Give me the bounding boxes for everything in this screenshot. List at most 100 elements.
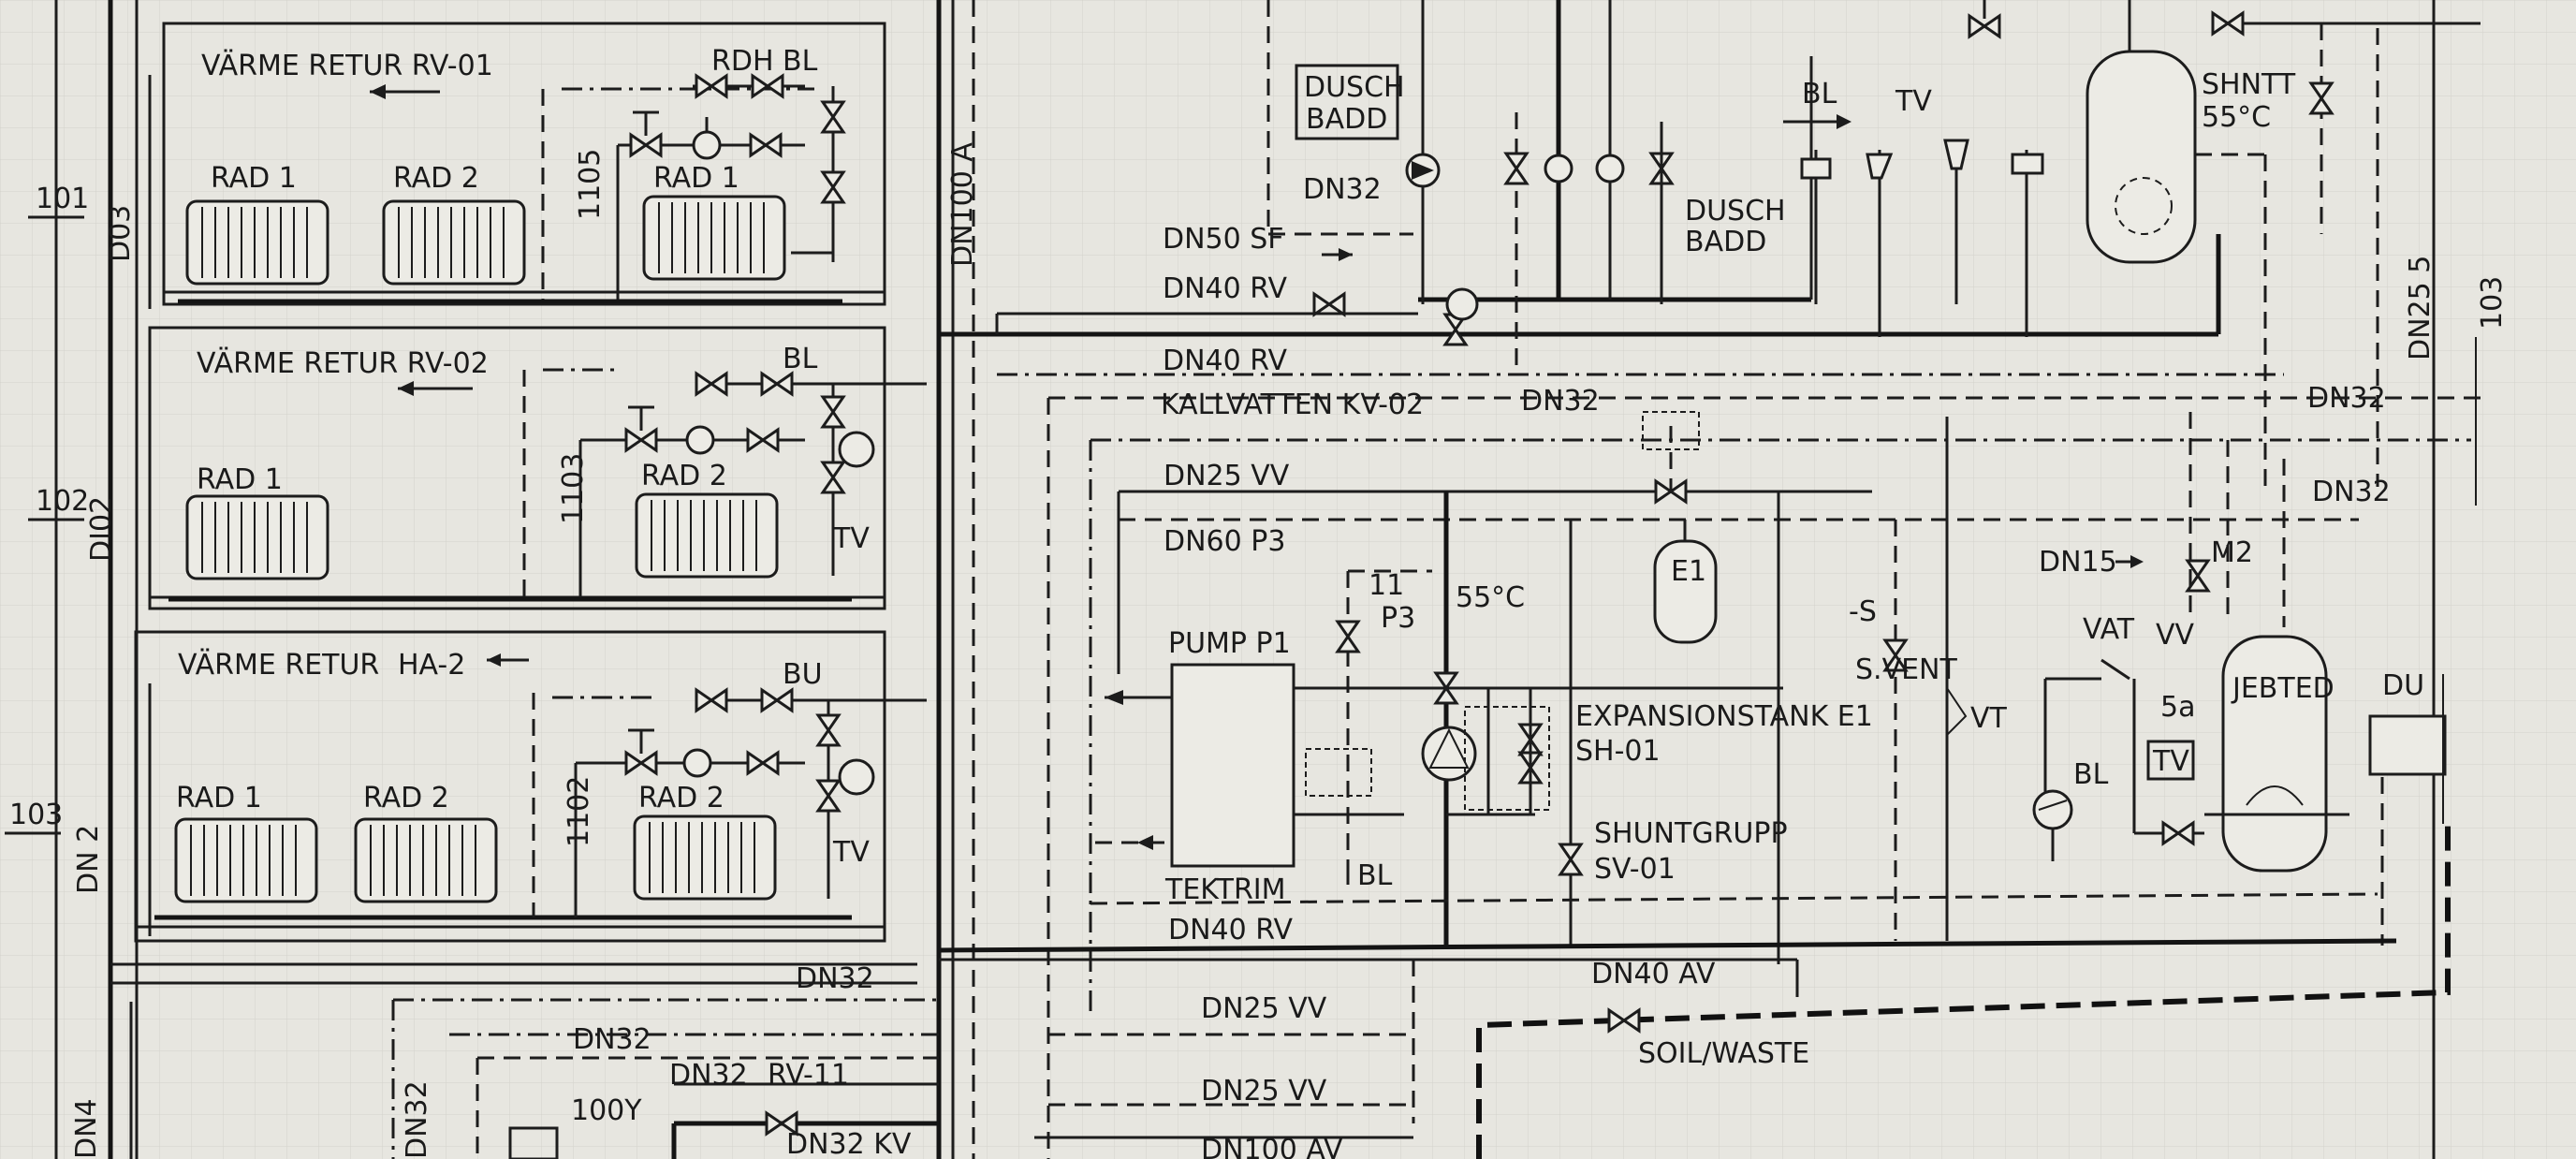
heater-label-1: SHNTT <box>2202 68 2296 101</box>
room-3-rad-1-label: RAD 1 <box>176 782 262 814</box>
room-2-rad-2-label: RAD 2 <box>641 460 727 492</box>
room-2-tv: TV <box>832 522 870 555</box>
level-103-pipe: DN 2 <box>72 825 105 894</box>
room-1: VÄRME RETUR RV-01 RAD 1 RAD 2 RAD 1 1105… <box>162 22 886 306</box>
top-pipe: DN32 <box>1303 173 1382 206</box>
shunt-1: SHUNTGRUPP <box>1594 817 1788 850</box>
lower-tank: 100Y <box>571 1094 642 1127</box>
p3-tag: 11 <box>1368 569 1404 602</box>
room-1-radiator-1 <box>185 199 329 286</box>
pump-box <box>1170 663 1295 868</box>
top-room2-2: BADD <box>1685 226 1766 258</box>
level-102-pipe: DI02 <box>85 496 118 562</box>
room-3-rad-2-label: RAD 2 <box>363 782 449 814</box>
main-dn25-vv-lower-1: DN25 VV <box>1201 992 1327 1025</box>
right-area: DN32 DN32 DN15 M2 VAT VV JEBTED 5a BL TV… <box>2032 382 2447 946</box>
lower-kv: DN32 KV <box>786 1128 912 1159</box>
exp-tank-1: EXPANSIONSTANK E1 <box>1575 700 1873 733</box>
main-kv-size: DN32 <box>1521 385 1600 418</box>
room-2-radiator-1 <box>185 494 329 580</box>
room-1-title: VÄRME RETUR RV-01 <box>201 49 493 82</box>
main-riser-label: DN100 A <box>946 142 979 267</box>
circulation-pump <box>1421 726 1477 782</box>
water-heater: SHNTT 55°C DN25 5 103 <box>2086 0 2509 1159</box>
p3-valve: P3 <box>1381 602 1415 635</box>
shunt-2: SV-01 <box>1594 853 1676 886</box>
level-102: 102 <box>36 485 89 518</box>
right-dn15: DN15 <box>2039 546 2117 579</box>
main-soil-waste: SOIL/WASTE <box>1638 1037 1809 1070</box>
e1-label: E1 <box>1671 555 1706 588</box>
building-frame <box>54 0 917 1159</box>
equipment-bl: BL <box>1357 859 1393 892</box>
right-vv: VV <box>2156 619 2195 652</box>
top-bl: BL <box>1802 78 1837 110</box>
right-tv: TV <box>2152 745 2189 778</box>
lower-mains: DN40 RV DN40 AV DN25 VV DN25 VV DN100 AV… <box>938 824 2451 1159</box>
soil-waste-line <box>1476 824 2451 1159</box>
lower-rv-11: RV-11 <box>768 1059 849 1092</box>
room-3-riser: 1102 <box>563 776 595 847</box>
room-3-title-tag: HA-2 <box>398 649 465 682</box>
room-3-valve-bu: BU <box>783 658 823 691</box>
heater-pipe: DN25 5 <box>2404 256 2437 360</box>
room-1-rad-2-label: RAD 2 <box>393 162 479 195</box>
top-tv: TV <box>1895 85 1932 118</box>
equipment-temp: 55°C <box>1456 581 1525 614</box>
room-1-radiator-2 <box>382 199 526 286</box>
lower-left-pipe: DN4 <box>70 1098 103 1159</box>
top-area: DUSCH BADD DN32 DUSCH BADD BL TV <box>1266 0 2044 374</box>
exp-tank-2: SH-01 <box>1575 735 1661 768</box>
lower-left-block: DN32 DN32 DN32 DN32 RV-11 100Y DN32 KV <box>391 962 939 1159</box>
equipment-area: PUMP P1 TEKTRIM 11 P3 BL 55°C E1 EXPANSI… <box>1095 411 2008 964</box>
room-2-radiator-2 <box>635 492 779 579</box>
room-3-radiator-3 <box>633 814 777 901</box>
main-dn100-av: DN100 AV <box>1201 1134 1343 1159</box>
main-dn40-rv-middle: DN40 RV <box>1163 345 1287 377</box>
main-dn60-p3: DN60 P3 <box>1164 525 1285 558</box>
room-2-riser: 1103 <box>557 453 590 524</box>
heater-level: 103 <box>2476 276 2509 330</box>
vt-label: VT <box>1970 702 2008 735</box>
main-kallvatten: KALLVATTEN KV-02 <box>1161 389 1424 421</box>
room-1-riser: 1105 <box>574 149 607 220</box>
room-1-valve-rdh: RDH <box>711 45 774 78</box>
top-room-2: BADD <box>1306 103 1387 136</box>
right-m2: M2 <box>2211 536 2253 569</box>
room-1-valve-bl: BL <box>783 45 818 78</box>
main-dn40-rv-lower: DN40 RV <box>1168 914 1293 946</box>
right-5a: 5a <box>2160 691 2195 724</box>
room-1-radiator-3 <box>642 195 786 281</box>
lower-dn32-b: DN32 <box>573 1023 651 1056</box>
level-101-pipe: D03 <box>104 205 137 262</box>
main-dn25-vv: DN25 VV <box>1164 460 1290 492</box>
room-2: VÄRME RETUR RV-02 RAD 1 RAD 2 1103 BL TV <box>148 326 927 610</box>
right-tank-label: JEBTED <box>2231 672 2334 705</box>
s-vent-sym: -S <box>1849 595 1877 628</box>
main-dn25-vv-lower-2: DN25 VV <box>1201 1075 1327 1108</box>
room-2-title: VÄRME RETUR RV-02 <box>197 346 489 380</box>
main-dn50-sf: DN50 SF <box>1163 223 1284 256</box>
main-dn40-rv-upper: DN40 RV <box>1163 272 1287 305</box>
room-1-rad-1-label: RAD 1 <box>211 162 297 195</box>
tektrim-label: TEKTRIM <box>1164 873 1286 906</box>
heater-label-2: 55°C <box>2202 101 2271 134</box>
room-2-valve-bl: BL <box>783 343 818 375</box>
right-du: DU <box>2382 669 2424 702</box>
level-101: 101 <box>36 183 89 215</box>
top-room-1: DUSCH <box>1304 71 1405 104</box>
lower-dn32-d: DN32 <box>669 1059 748 1092</box>
upper-mains: DN50 SF DN40 RV DN40 RV KALLVATTEN KV-02… <box>939 56 2490 1159</box>
room-2-rad-1-label: RAD 1 <box>197 463 283 496</box>
right-dn32-a: DN32 <box>2307 382 2386 415</box>
main-riser: DN100 A <box>936 0 979 1159</box>
room-3-title: VÄRME RETUR <box>178 648 379 682</box>
top-room2-1: DUSCH <box>1685 195 1786 227</box>
lower-dn32-a: DN32 <box>796 962 874 995</box>
pump-label: PUMP P1 <box>1168 627 1291 660</box>
main-dn40-av: DN40 AV <box>1591 958 1716 990</box>
room-1-rad-3-label: RAD 1 <box>653 162 739 195</box>
room-3-radiator-2 <box>354 817 498 903</box>
lower-dn32-c: DN32 <box>401 1080 433 1159</box>
